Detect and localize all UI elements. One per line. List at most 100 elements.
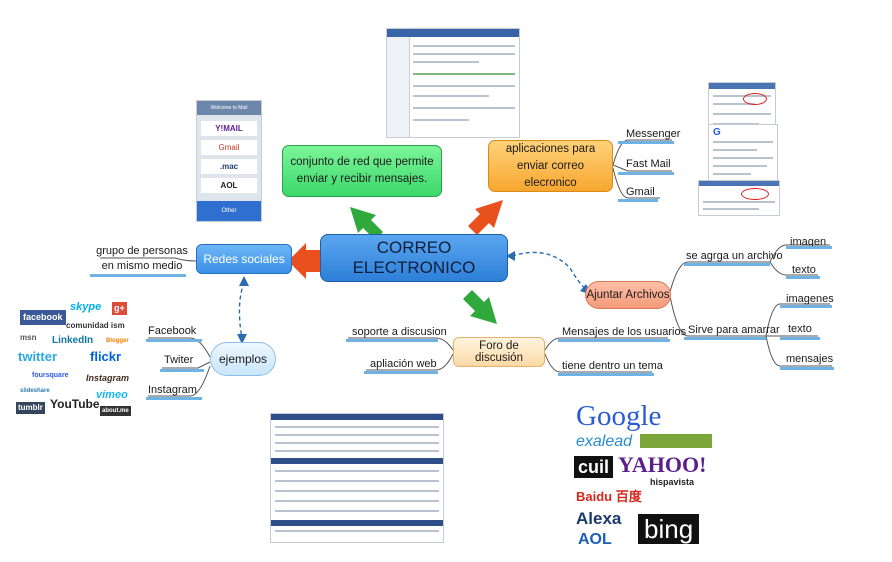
connector-imagenes [765,303,830,337]
app-item-messenger: Messenger [626,128,681,140]
web-header [699,181,779,186]
connector-messenger [612,139,672,166]
attach-item-texto2: texto [788,323,812,335]
dashed-link-attach [511,251,589,293]
twitter-logo: twitter [18,349,57,364]
email-line [413,73,515,75]
email-client-screenshot [386,28,520,138]
linkedin-logo: LinkedIn [52,335,94,346]
arrow-green-down-right [463,290,497,324]
web-screenshot-middle: G [708,124,778,182]
tumblr-logo: tumblr [16,402,45,414]
underline-imagen [786,246,832,249]
underline-mensajes [780,367,834,370]
social-description: grupo de personas en mismo medio [96,245,188,272]
attach-node[interactable]: Ajuntar Archivos [585,281,671,309]
attach-item-mensajes: mensajes [786,353,834,365]
web-line [713,149,757,151]
slideshare-logo: slideshare [20,388,50,394]
social-node[interactable]: Redes sociales [196,244,292,274]
connector-instagram [148,365,211,397]
dashed-link-ejemplos [238,281,245,339]
attach-item-imagen: imagen [790,236,827,248]
connector-mensajes [765,335,832,367]
forum-left-soporte: soporte a discusion [352,326,447,338]
forum-line [275,510,439,512]
connector-social-desc [100,257,197,262]
connector-twiter [162,361,211,369]
attach-item-imagenes: imagenes [786,293,834,305]
underline-twiter [160,369,204,372]
app-item-gmail: Gmail [626,186,655,198]
apps-node[interactable]: aplicaciones para enviar correo elecroni… [488,140,613,192]
attach-branch1: se agrga un archivo [686,250,783,262]
email-line [413,85,515,87]
dashed-arrowhead-social [239,276,249,286]
connector-branch2 [669,295,766,337]
connector-gmail [612,167,660,199]
underline-fastmail [618,172,674,175]
yahoo-logo: YAHOO! [618,452,707,477]
aboutme-logo: about.me [100,406,131,416]
underline-facebook [146,339,202,342]
google-mini-logo: G [713,127,721,138]
skype-logo: skype [70,301,102,313]
instagram-logo: Instagram [86,373,130,383]
flickr-logo: flickr [90,349,122,364]
web-line [713,173,751,175]
connector-soporte [348,337,454,351]
forum-node[interactable]: Foro de discusión [453,337,545,367]
arrow-orange-up-right [468,200,503,235]
ejemplos-label: ejemplos [218,352,268,366]
googleplus-logo: g+ [112,302,127,315]
connector-tema [544,353,652,373]
connector-mensajes-usuarios [544,337,668,351]
underline-messenger [618,141,674,144]
underline-aplicacion [364,371,438,374]
phone-provider-aol: AOL [201,178,257,193]
example-instagram: Instagram [148,384,197,396]
bing-logo: bing [638,514,700,544]
vimeo-logo: vimeo [96,389,128,401]
forum-line [275,500,439,502]
forum-right-mensajes: Mensajes de los usuarios [562,326,687,338]
email-line [413,119,469,121]
web-line [713,95,771,97]
underline-texto1 [786,276,820,279]
phone-mail-screenshot: Welcome to Mail Y!MAIL Gmail .mac AOL Ot… [196,100,262,222]
web-line [713,113,771,115]
web-highlight-circle [743,93,767,105]
underline-mensajes-usuarios [558,339,670,342]
phone-provider-other: Other [197,201,261,221]
central-label: CORREO ELECTRONICO [352,238,476,277]
underline-social-desc [90,274,186,277]
email-line [413,107,515,109]
social-logos-collage: facebook skype g+ comunidad ism msn Link… [16,298,131,418]
web-highlight-circle [741,188,769,200]
example-facebook: Facebook [148,325,197,337]
apps-label: aplicaciones para enviar correo elecroni… [505,142,596,189]
alexa-logo: Alexa [576,509,622,528]
web-line [703,208,759,210]
forum-line [275,530,439,532]
hispavista-logo: hispavista [650,477,695,487]
web-screenshot-bottom [698,180,780,216]
forum-line [275,450,439,452]
central-node[interactable]: CORREO ELECTRONICO [320,234,508,282]
ejemplos-node[interactable]: ejemplos [210,342,276,376]
phone-provider-gmail: Gmail [201,140,257,155]
forum-label: Foro de discusión [475,340,523,364]
web-line [703,201,775,203]
forum-section-bar [271,458,443,464]
facebook-logo: facebook [20,310,66,325]
forum-line [275,434,439,436]
connector-aplicacion [366,353,454,371]
attach-label: Ajuntar Archivos [586,289,670,301]
web-line [713,165,767,167]
connector-branch1 [669,261,770,293]
forum-line [275,480,439,482]
app-item-fastmail: Fast Mail [626,158,671,170]
phone-provider-yahoo: Y!MAIL [201,121,257,136]
definition-node[interactable]: conjunto de red que permite enviar y rec… [282,145,442,197]
